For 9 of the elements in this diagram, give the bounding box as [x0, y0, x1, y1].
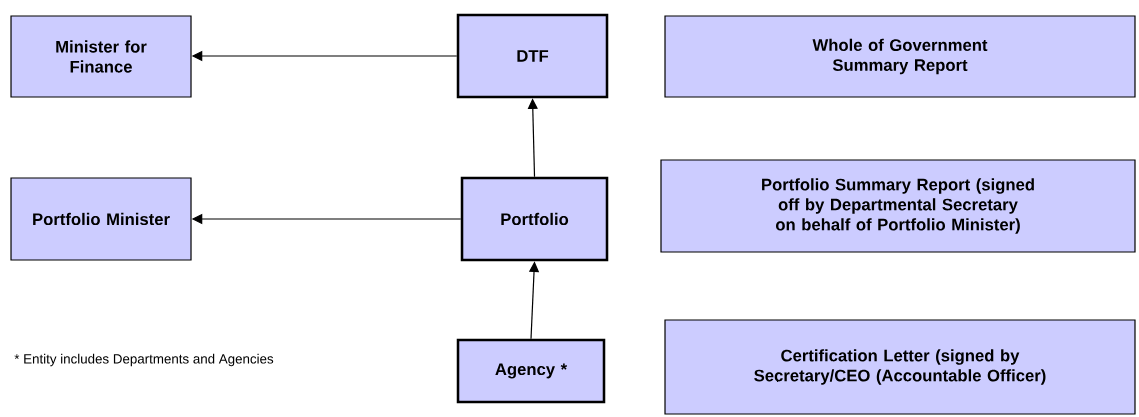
box: Portfolio Summary Report (signed off by Departmental Secretary on behalf of Portfolio Minister) — [660, 159, 1136, 253]
box: Certification Letter (signed by Secretary/CEO (Accountable Officer) — [664, 319, 1136, 415]
box: Portfolio Minister — [10, 177, 192, 261]
box: Whole of Government Summary Report — [664, 15, 1136, 98]
box: Minister for Finance — [10, 15, 192, 98]
footnote: * Entity includes Departments and Agencies — [14, 353, 274, 367]
box: Portfolio — [460, 176, 609, 262]
box: Agency * — [456, 338, 606, 404]
box: DTF — [456, 13, 609, 99]
